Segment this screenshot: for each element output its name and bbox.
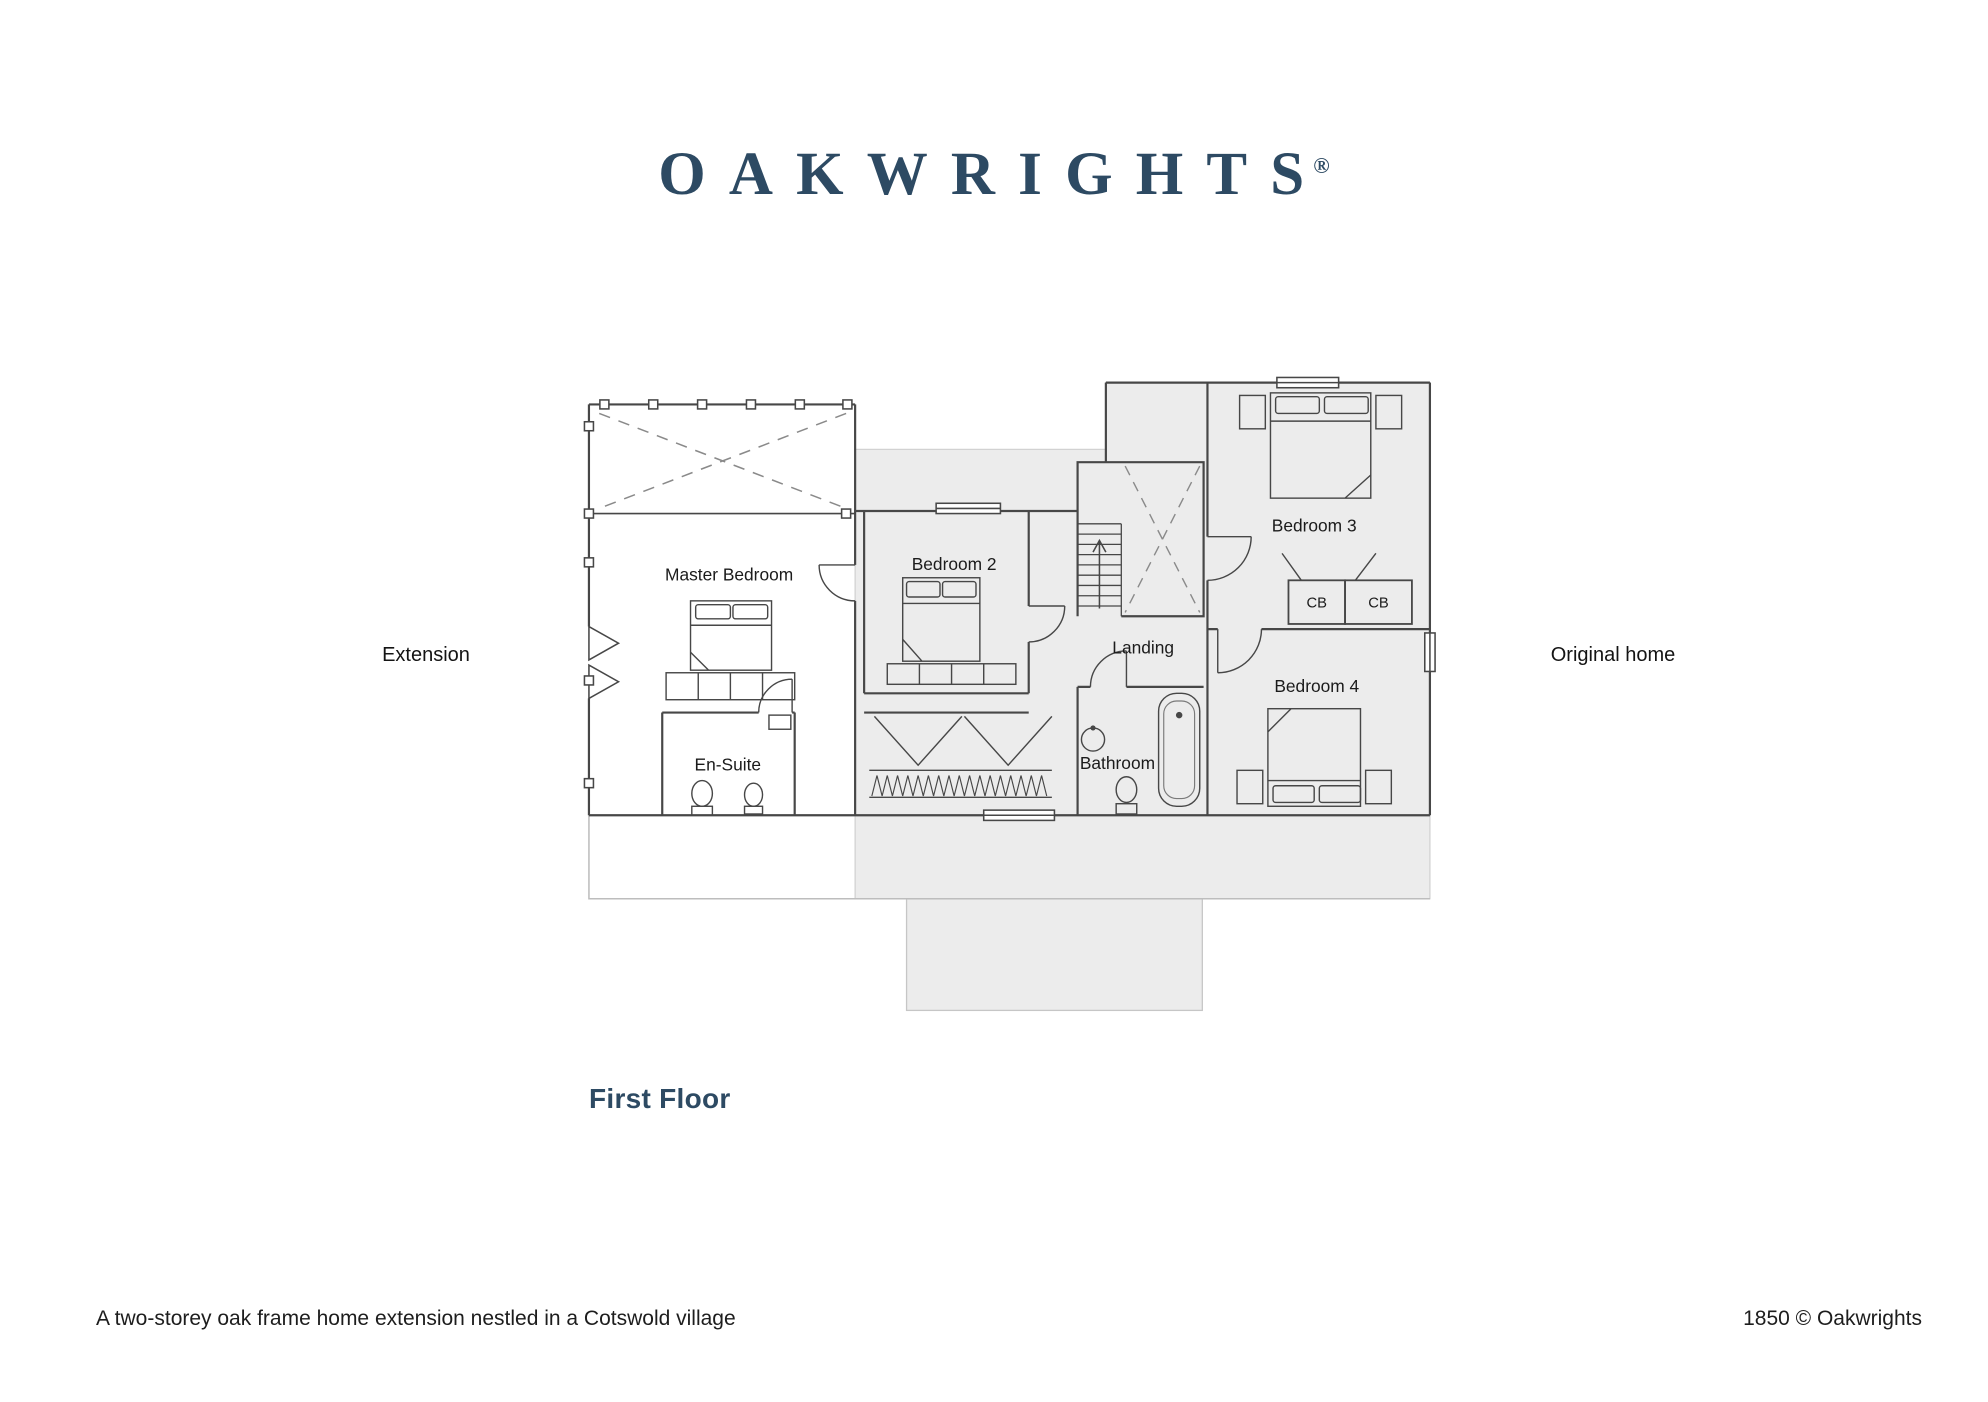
- room-label-bedroom-3: Bedroom 3: [1272, 516, 1357, 536]
- bedroom4-bed-icon: [1236, 707, 1393, 807]
- zone-label-extension: Extension: [382, 644, 470, 666]
- zone-label-original-home: Original home: [1550, 644, 1676, 666]
- brand-logo-text: OAKWRIGHTS: [658, 141, 1328, 208]
- footer-caption: A two-storey oak frame home extension ne…: [96, 1307, 736, 1330]
- bedroom3-furniture: [1238, 392, 1413, 625]
- oak-post-markers: [583, 399, 853, 789]
- bedroom2-bed-icon: [886, 577, 1017, 686]
- vaulted-ceiling-dashed-lines: [598, 412, 847, 510]
- registered-trademark-icon: ®: [1313, 152, 1330, 178]
- room-label-master-bedroom: Master Bedroom: [665, 564, 793, 584]
- french-door-icon: [588, 625, 621, 700]
- room-label-bathroom: Bathroom: [1080, 753, 1155, 773]
- room-label-bedroom-4: Bedroom 4: [1274, 676, 1359, 696]
- room-label-en-suite: En-Suite: [695, 754, 762, 774]
- floor-title: First Floor: [589, 1083, 731, 1114]
- room-label-cupboard-2: CB: [1368, 595, 1389, 611]
- door-swings: [757, 535, 1263, 713]
- windows: [935, 376, 1436, 822]
- walls: [587, 381, 1432, 817]
- room-label-cupboard-1: CB: [1306, 595, 1327, 611]
- shaded-original-home-area: [588, 381, 1431, 1012]
- en-suite-fixtures: [691, 714, 792, 816]
- stairs-icon: [1076, 461, 1205, 618]
- bathroom-fixtures: [1080, 692, 1201, 815]
- footer-credit: 1850 © Oakwrights: [1743, 1307, 1922, 1330]
- room-label-landing: Landing: [1112, 638, 1174, 658]
- master-bed-icon: [665, 600, 796, 701]
- wardrobe-icon: [869, 715, 1053, 798]
- brand-logo: OAKWRIGHTS®: [0, 140, 1988, 210]
- room-label-bedroom-2: Bedroom 2: [912, 554, 997, 574]
